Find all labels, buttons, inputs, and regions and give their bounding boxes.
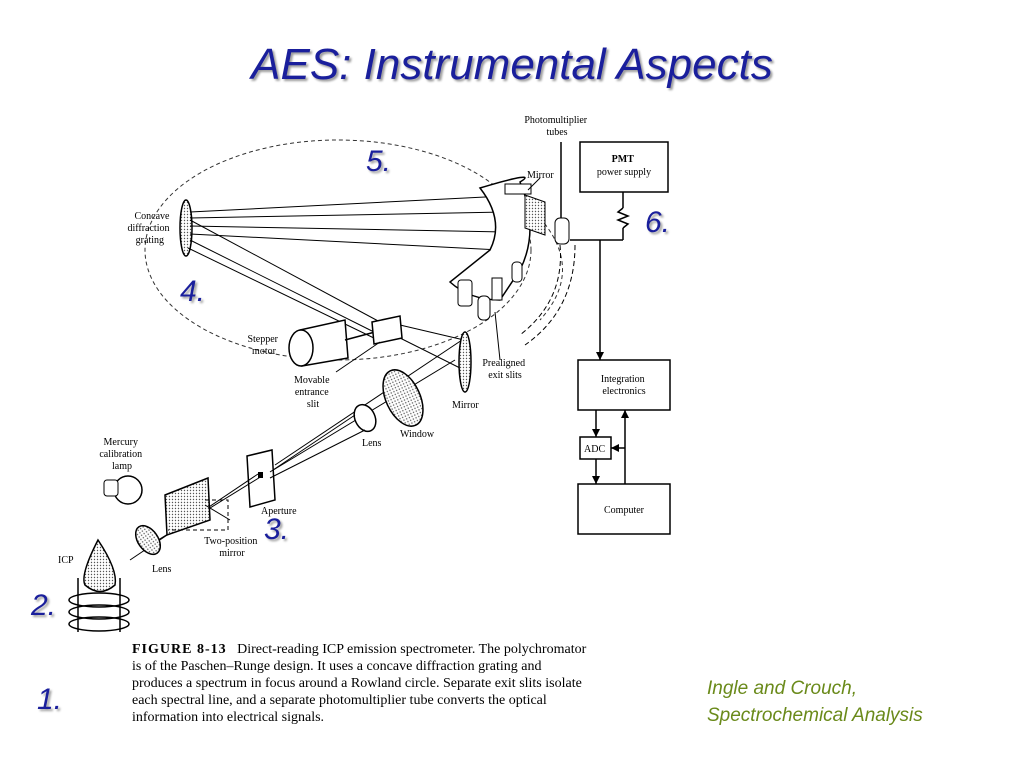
marker-4: 4. — [180, 275, 206, 308]
marker-2: 2. — [31, 589, 57, 622]
label-grating: Concave diffraction grating — [127, 211, 172, 246]
pmt-power-supply-box — [579, 141, 669, 193]
icp-torch — [68, 538, 130, 632]
marker-3: 3. — [264, 513, 290, 546]
label-two-position: Two-position mirror — [204, 536, 260, 559]
integration-electronics-box — [577, 359, 671, 411]
caption-text: Direct-reading ICP emission spectrometer… — [132, 642, 587, 725]
exit-slit-plate — [524, 194, 546, 236]
label-pmt-box: PMT power supply — [597, 154, 651, 178]
housing-outer-dash-2 — [524, 244, 576, 346]
adc-box — [579, 436, 612, 460]
label-adc: ADC — [584, 444, 605, 455]
grating-rays — [187, 195, 506, 473]
lens-upper — [353, 403, 377, 433]
window — [382, 369, 424, 427]
aperture-plate — [246, 449, 276, 508]
credit-authors: Ingle and Crouch, — [707, 678, 857, 699]
label-lens-upper: Lens — [362, 438, 382, 449]
computer-box — [577, 483, 671, 535]
housing-outer-dash — [519, 244, 561, 336]
aperture-hole — [258, 472, 263, 478]
label-prealigned: Prealigned exit slits — [482, 358, 527, 381]
concave-grating — [179, 199, 193, 257]
slide-title: AES: Instrumental Aspects — [251, 40, 773, 89]
mercury-lamp-base — [103, 479, 119, 497]
marker-5: 5. — [366, 145, 392, 178]
mirror-top-block — [504, 183, 532, 195]
pmt-tubes — [457, 217, 570, 321]
label-integration: Integration electronics — [601, 374, 647, 397]
leader-lines — [204, 177, 541, 521]
figure-caption: FIGURE 8-13 Direct-reading ICP emission … — [132, 641, 592, 726]
label-mirror-top: Mirror — [527, 170, 554, 181]
label-stepper: Stepper motor — [247, 334, 280, 357]
label-lens-lower: Lens — [152, 564, 172, 575]
label-computer: Computer — [604, 505, 645, 516]
label-mercury: Mercury calibration lamp — [99, 437, 144, 472]
label-aperture: Aperture — [261, 506, 297, 517]
label-mirror-bottom: Mirror — [452, 400, 479, 411]
lens-lower — [134, 524, 162, 556]
label-movable-slit: Movable entrance slit — [294, 375, 332, 410]
rowland-circle — [144, 139, 532, 361]
two-position-mirror-frame — [168, 499, 229, 531]
source-credit: Ingle and Crouch, Spectrochemical Analys… — [707, 675, 923, 729]
wiring-arrows — [592, 352, 629, 484]
label-window: Window — [400, 429, 435, 440]
caption-label: FIGURE 8-13 — [132, 642, 227, 657]
marker-6: 6. — [645, 206, 671, 239]
credit-book: Spectrochemical Analysis — [707, 705, 923, 726]
rowland-circle-arc — [539, 217, 563, 321]
stepper-motor — [288, 319, 376, 367]
label-photomultiplier: Photomultiplier tubes — [524, 115, 589, 138]
label-icp: ICP — [58, 555, 74, 566]
mirror-lower — [458, 331, 472, 393]
marker-1: 1. — [37, 683, 63, 716]
two-position-mirror — [164, 476, 211, 537]
movable-entrance-slit — [371, 315, 403, 345]
